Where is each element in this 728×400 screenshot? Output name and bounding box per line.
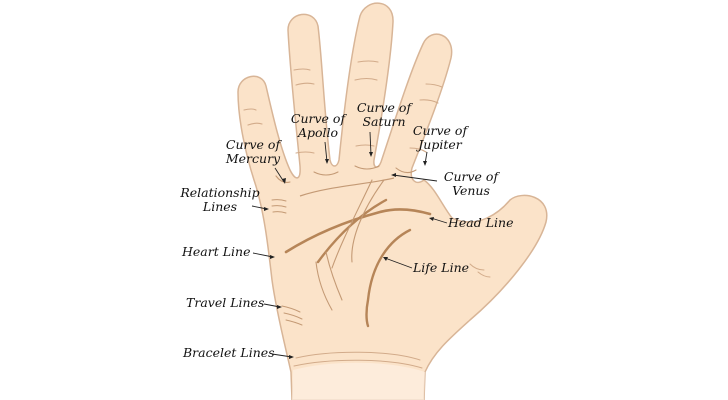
label-head-line: Head Line: [448, 215, 514, 230]
bracelet-lines-marks: [293, 351, 423, 369]
label-curve-of-mercury: Curve of Mercury: [217, 138, 289, 166]
heart-line-mark: [284, 208, 432, 254]
label-line: Curve of: [290, 111, 346, 126]
label-line: Lines: [202, 199, 238, 214]
label-heart-line: Heart Line: [182, 244, 251, 259]
major-palm-lines: [284, 198, 432, 328]
wrist-shade: [292, 362, 425, 400]
label-travel-lines: Travel Lines: [186, 295, 265, 310]
relationship-lines-marks: [271, 199, 287, 214]
finger-base-curves: [275, 165, 417, 183]
label-line: Apollo: [297, 125, 339, 140]
girdle-of-venus: [299, 177, 395, 197]
hand-outline: [237, 2, 548, 400]
label-curve-of-venus: Curve of Venus: [436, 170, 506, 198]
label-line: Mercury: [225, 151, 281, 166]
label-line: Jupiter: [418, 137, 462, 152]
pointer-arrowheads: [264, 152, 434, 359]
pointer-heart-line: [252, 252, 274, 258]
pointer-saturn: [369, 131, 372, 156]
thumb-crease: [469, 263, 491, 278]
label-curve-of-apollo: Curve of Apollo: [283, 112, 353, 140]
pointer-venus: [392, 174, 438, 182]
label-line: Curve of: [356, 100, 412, 115]
label-line: Venus: [452, 183, 490, 198]
pointer-life-line: [384, 257, 413, 269]
label-bracelet-lines: Bracelet Lines: [183, 345, 275, 360]
pointer-bracelet-lines: [271, 353, 293, 358]
pointer-apollo: [324, 141, 328, 163]
pointer-head-line: [430, 217, 448, 224]
label-relationship-lines: Relationship Lines: [174, 186, 266, 214]
minor-palm-lines: [315, 179, 385, 311]
label-line: Saturn: [362, 114, 406, 129]
label-curve-of-jupiter: Curve of Jupiter: [405, 124, 475, 152]
label-curve-of-saturn: Curve of Saturn: [349, 101, 419, 129]
label-line: Curve of: [225, 137, 281, 152]
head-line-mark: [316, 198, 388, 264]
label-line: Relationship: [180, 185, 260, 200]
finger-joint-creases: [243, 60, 443, 154]
travel-lines-marks: [281, 305, 303, 326]
label-life-line: Life Line: [413, 260, 470, 275]
label-line: Curve of: [443, 169, 499, 184]
label-line: Curve of: [412, 123, 468, 138]
life-line-mark: [365, 228, 412, 328]
